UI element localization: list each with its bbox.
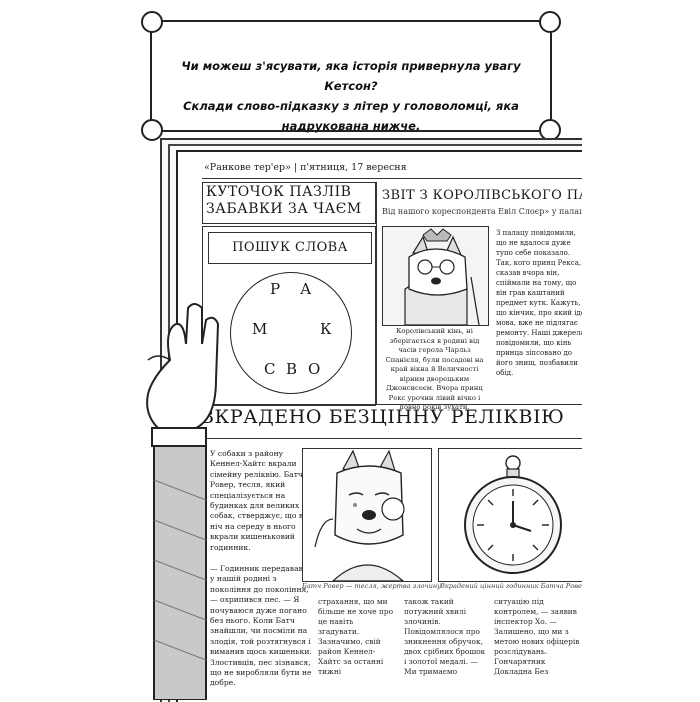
puzzle-letter: К	[320, 320, 332, 338]
prince-photo	[382, 226, 489, 326]
prince-photo-caption: Королівський кінь, ні зберігається в род…	[385, 327, 484, 411]
banner-curl-top-right	[539, 11, 561, 33]
puzzle-corner-frame	[202, 182, 376, 224]
puzzle-corner-title: КУТОЧОК ПАЗЛІВ ЗАБАВКИ ЗА ЧАЄМ	[206, 184, 370, 218]
story-column-1: страхання, що ми більше не хоче про це н…	[318, 597, 394, 676]
stolen-story-quote: — Годинник передавався у нашій родині з …	[210, 564, 312, 688]
crying-dog-drawing	[303, 449, 431, 581]
instruction-banner	[150, 20, 552, 132]
puzzle-letter: Р	[270, 280, 281, 298]
puzzle-letter: С	[264, 360, 276, 378]
story-column-3: ситуацію під контролем, — заявив інспект…	[494, 597, 580, 676]
puzzle-letter: М	[252, 320, 268, 338]
story-column-2: також такий потужний хвилі злочинів. Пов…	[404, 597, 486, 676]
stolen-story-intro: У собаки з району Кеннел-Хайтс вкрали сі…	[210, 449, 304, 552]
gloved-hand-icon	[146, 303, 220, 700]
instruction-line-2: Склади слово-підказку з літер у головоло…	[183, 99, 519, 133]
puzzle-corner-title-line-2: ЗАБАВКИ ЗА ЧАЄМ	[206, 201, 362, 217]
palace-report-byline: Від нашого кореспондента Евіл Слоєр» у п…	[382, 207, 582, 216]
pocket-watch-drawing	[439, 449, 582, 581]
puzzle-letter: А	[300, 280, 312, 298]
stolen-relic-headline: ВКРАДЕНО БЕЗЦІННУ РЕЛІКВІЮ	[200, 406, 565, 428]
banner-curl-top-left	[141, 11, 163, 33]
newspaper-page: «Ранкове тер'ер» | п'ятниця, 17 вересня …	[176, 150, 582, 702]
puzzle-letter: О	[308, 360, 321, 378]
letter-wheel	[230, 272, 352, 394]
column-divider	[376, 182, 377, 404]
palace-report-title: ЗВІТ З КОРОЛІВСЬКОГО ПАЛАЦУ	[382, 188, 582, 203]
crying-dog-caption: Батч Ровер — тесля, жертва злочину	[302, 582, 441, 590]
pocket-watch-illustration	[438, 448, 582, 582]
word-search-title: ПОШУК СЛОВА	[208, 232, 372, 264]
headline-rule	[202, 438, 582, 439]
prince-dog-illustration	[383, 227, 488, 325]
dateline: «Ранкове тер'ер» | п'ятниця, 17 вересня	[204, 162, 407, 173]
crying-dog-illustration	[302, 448, 432, 582]
banner-curl-bottom-left	[141, 119, 163, 141]
puzzle-corner-title-line-1: КУТОЧОК ПАЗЛІВ	[206, 184, 352, 200]
palace-report-body: З палацу повідомили, що не вдалося дуже …	[496, 229, 582, 377]
pocket-watch-caption: Вкрадений цінний годинник Батча Ровера	[440, 582, 582, 590]
instruction-text: Чи можеш з'ясувати, яка історія приверну…	[168, 56, 534, 136]
section-rule	[202, 404, 582, 405]
instruction-line-1: Чи можеш з'ясувати, яка історія приверну…	[181, 59, 521, 93]
header-rule	[202, 178, 582, 179]
puzzle-letter: В	[286, 360, 298, 378]
